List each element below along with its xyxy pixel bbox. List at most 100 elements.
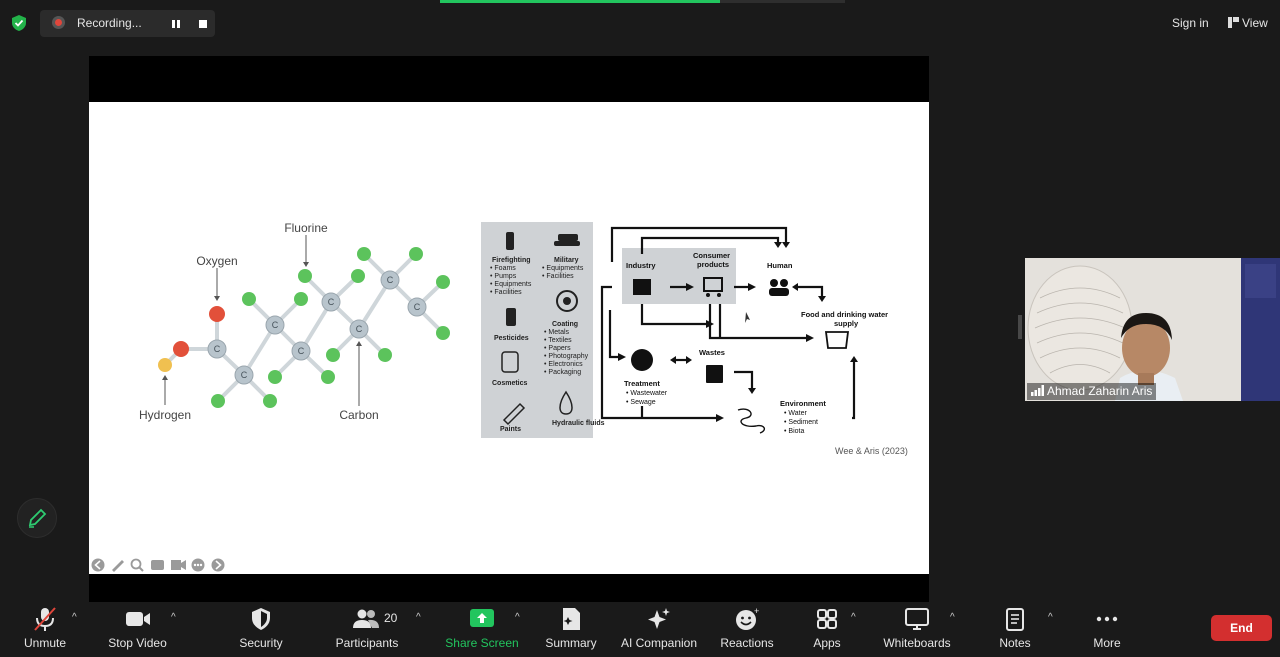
panel-resize-handle[interactable] (1018, 315, 1022, 339)
svg-text:supply: supply (834, 319, 859, 328)
notes-button[interactable]: Notes (992, 606, 1038, 654)
reactions-button[interactable]: + Reactions (716, 606, 778, 654)
video-options-chevron-icon[interactable]: ^ (171, 612, 176, 623)
svg-text:• Equipments: • Equipments (542, 265, 584, 272)
security-button[interactable]: Security (230, 606, 292, 654)
svg-text:• Textiles: • Textiles (544, 337, 572, 344)
fluorine-label: Fluorine (284, 221, 328, 235)
encryption-shield-icon[interactable] (10, 14, 28, 32)
share-options-chevron-icon[interactable]: ^ (515, 612, 520, 623)
captions-icon (151, 560, 164, 570)
carbon-symbol: C (214, 344, 221, 354)
pfas-pathway-diagram: Firefighting • Foams • Pumps • Equipment… (481, 222, 888, 438)
industry-node: Industry (626, 261, 656, 270)
svg-text:• Wastewater: • Wastewater (626, 390, 668, 397)
annotate-button[interactable] (17, 498, 57, 538)
svg-text:• Water: • Water (784, 410, 807, 417)
share-screen-button[interactable]: Share Screen (444, 606, 520, 654)
participants-icon (353, 609, 379, 628)
next-slide-icon (211, 558, 225, 572)
more-label: More (1093, 636, 1121, 650)
pause-icon (172, 20, 180, 28)
svg-text:• Facilities: • Facilities (490, 289, 522, 296)
slide-control-toolbar[interactable] (90, 557, 230, 573)
pen-icon (112, 560, 124, 572)
svg-text:C: C (328, 297, 335, 307)
notes-icon (1006, 608, 1024, 631)
participant-name-label: Ahmad Zaharin Aris (1027, 383, 1157, 400)
audio-options-chevron-icon[interactable]: ^ (72, 612, 77, 623)
participant-name: Ahmad Zaharin Aris (1047, 384, 1153, 398)
participant-video[interactable] (1025, 258, 1280, 401)
unmute-button[interactable]: Unmute (12, 606, 78, 654)
pause-recording-button[interactable] (166, 14, 186, 34)
svg-text:• Equipments: • Equipments (490, 281, 532, 288)
svg-text:• Packaging: • Packaging (544, 369, 581, 376)
ai-companion-sparkle-icon (648, 608, 670, 629)
mouse-cursor-icon (745, 312, 750, 323)
food-water-node: Food and drinking water (801, 310, 888, 319)
more-options-icon (191, 558, 205, 572)
notes-label: Notes (999, 636, 1031, 650)
svg-text:C: C (414, 302, 421, 312)
whiteboards-button[interactable]: Whiteboards (878, 606, 956, 654)
stop-video-label: Stop Video (108, 636, 167, 650)
svg-text:Paints: Paints (500, 426, 521, 433)
reactions-emoji-icon: + (736, 606, 759, 630)
apps-options-chevron-icon[interactable]: ^ (851, 612, 856, 623)
more-dots-icon (1096, 616, 1118, 622)
human-node: Human (767, 261, 793, 270)
citation: Wee & Aris (2023) (835, 446, 908, 456)
microphone-muted-icon (34, 607, 56, 631)
svg-text:products: products (697, 260, 729, 269)
stop-icon (199, 20, 207, 28)
apps-label: Apps (813, 636, 841, 650)
share-screen-icon (470, 609, 494, 627)
sign-in-link[interactable]: Sign in (1172, 16, 1209, 30)
svg-text:• Photography: • Photography (544, 353, 589, 360)
video-camera-icon (125, 612, 150, 626)
participant-video-feed (1025, 258, 1280, 401)
svg-text:• Sewage: • Sewage (626, 399, 656, 406)
meeting-toolbar (0, 602, 1280, 657)
recording-icon (52, 16, 65, 29)
whiteboard-icon (905, 608, 929, 630)
security-label: Security (239, 636, 283, 650)
svg-text:Military: Military (554, 257, 579, 264)
unmute-label: Unmute (23, 636, 67, 650)
stop-video-button[interactable]: Stop Video (100, 606, 175, 654)
pencil-icon (28, 508, 47, 528)
participants-options-chevron-icon[interactable]: ^ (416, 612, 421, 623)
participants-count: 20 (384, 611, 398, 625)
carbon-label: Carbon (339, 408, 378, 422)
hydrogen-label: Hydrogen (139, 408, 191, 422)
view-label: View (1242, 16, 1268, 30)
view-icon (1228, 17, 1239, 28)
svg-text:C: C (272, 320, 279, 330)
stop-recording-button[interactable] (193, 14, 213, 34)
more-button[interactable]: More (1084, 606, 1130, 654)
end-meeting-button[interactable]: End (1211, 615, 1272, 641)
apps-button[interactable]: Apps (805, 606, 849, 654)
pfas-molecule-illustration: C C C C C C C C Fluorine Oxygen Hydrogen… (139, 221, 450, 422)
svg-text:• Foams: • Foams (490, 265, 516, 272)
recording-pill (40, 10, 215, 37)
treatment-node: Treatment (624, 379, 660, 388)
security-shield-icon (252, 608, 270, 630)
ai-companion-button[interactable]: AI Companion (618, 606, 700, 654)
participants-button[interactable]: 20 Participants (330, 606, 404, 654)
environment-node: Environment (780, 399, 826, 408)
view-button[interactable]: View (1228, 16, 1268, 30)
signal-strength-icon (1031, 385, 1044, 396)
notes-options-chevron-icon[interactable]: ^ (1048, 612, 1053, 623)
summary-button[interactable]: Summary (540, 606, 602, 654)
whiteboards-options-chevron-icon[interactable]: ^ (950, 612, 955, 623)
svg-text:Coating: Coating (552, 321, 578, 328)
svg-text:• Sediment: • Sediment (784, 419, 818, 426)
svg-text:• Papers: • Papers (544, 345, 571, 352)
svg-text:C: C (356, 324, 363, 334)
recording-label: Recording... (77, 16, 142, 30)
share-indicator (440, 0, 720, 3)
svg-text:• Electronics: • Electronics (544, 361, 583, 368)
ai-companion-label: AI Companion (620, 636, 698, 650)
